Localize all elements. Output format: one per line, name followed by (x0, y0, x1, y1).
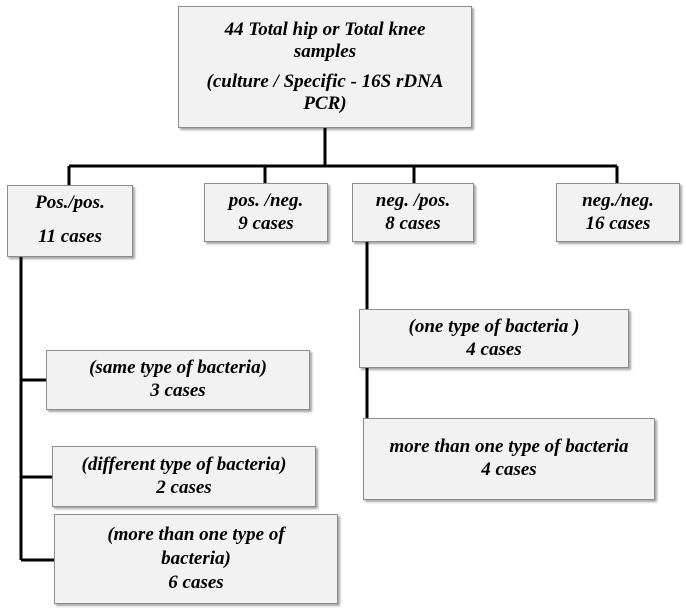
one-bacteria-count: 4 cases (466, 338, 522, 360)
pos-neg-count: 9 cases (238, 212, 294, 234)
same-bacteria-box: (same type of bacteria) 3 cases (46, 350, 310, 410)
neg-pos-multiple-bacteria-box: more than one type of bacteria 4 cases (363, 418, 655, 500)
same-bacteria-count: 3 cases (150, 380, 206, 401)
pos-pos-count: 11 cases (38, 226, 102, 248)
multiple-bacteria-count: 6 cases (168, 572, 224, 594)
root-title-line1: 44 Total hip or Total knee (224, 19, 426, 41)
neg-neg-count: 16 cases (585, 212, 651, 234)
multiple-bacteria-label-line2: bacteria) (161, 547, 231, 569)
different-bacteria-label: (different type of bacteria) (81, 453, 287, 475)
root-method-line1: (culture / Specific - 16S rDNA (206, 71, 444, 92)
same-bacteria-label: (same type of bacteria) (89, 357, 267, 379)
different-bacteria-count: 2 cases (156, 476, 212, 498)
pos-neg-box: pos. /neg. 9 cases (204, 183, 328, 242)
one-bacteria-box: (one type of bacteria ) 4 cases (359, 309, 629, 368)
root-title-line2: samples (293, 41, 357, 63)
neg-pos-multiple-bacteria-count: 4 cases (481, 459, 537, 480)
root-samples-box: 44 Total hip or Total knee samples (cult… (178, 6, 472, 128)
pos-pos-box: Pos./pos. 11 cases (7, 185, 133, 257)
neg-pos-count: 8 cases (385, 212, 441, 234)
multiple-bacteria-label-line1: (more than one type of (107, 523, 285, 545)
pos-neg-label: pos. /neg. (228, 189, 304, 211)
one-bacteria-label: (one type of bacteria ) (408, 315, 580, 337)
neg-pos-box: neg. /pos. 8 cases (352, 183, 474, 242)
neg-pos-label: neg. /pos. (375, 189, 451, 211)
root-method-line2: PCR) (303, 92, 347, 114)
pos-pos-label: Pos./pos. (35, 192, 105, 213)
neg-neg-label: neg./neg. (582, 189, 654, 211)
different-bacteria-box: (different type of bacteria) 2 cases (52, 446, 316, 507)
neg-neg-box: neg./neg. 16 cases (556, 183, 680, 242)
multiple-bacteria-box: (more than one type of bacteria) 6 cases (54, 514, 338, 604)
neg-pos-multiple-bacteria-label: more than one type of bacteria (389, 436, 629, 458)
